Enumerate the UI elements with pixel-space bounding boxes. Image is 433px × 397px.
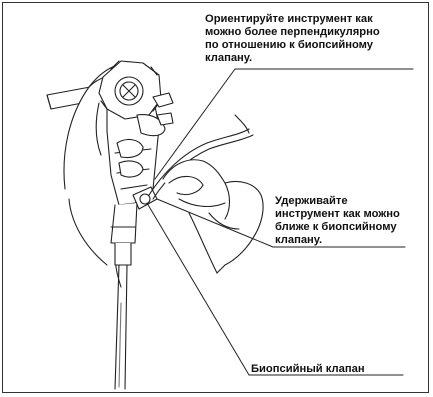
figure-frame: Ориентируйте инструмент как можно более … (2, 2, 429, 393)
callout-valve: Биопсийный клапан (251, 363, 411, 376)
callout-hold: Удерживайте инструмент как можно ближе к… (275, 195, 433, 247)
callout-orient: Ориентируйте инструмент как можно более … (205, 13, 430, 65)
insertion-tube (111, 203, 137, 389)
